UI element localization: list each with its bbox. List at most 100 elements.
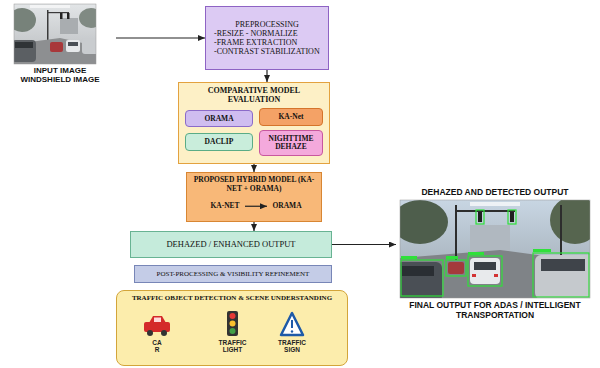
traffic-light <box>67 13 70 19</box>
model-box: NIGHTTIME DEHAZE <box>259 130 323 156</box>
signal-arm <box>47 12 69 13</box>
detection-tag <box>468 252 484 255</box>
car-icon <box>144 316 170 336</box>
detection-box <box>446 260 466 276</box>
connectors <box>116 38 396 245</box>
traffic-sign-icon <box>281 313 303 335</box>
road <box>14 38 96 64</box>
detection-box <box>476 210 484 224</box>
signal-pole <box>455 205 457 260</box>
traffic-light <box>60 13 63 19</box>
car <box>82 38 96 54</box>
building <box>470 225 510 255</box>
car-window <box>154 318 161 323</box>
exclamation-dot <box>291 330 293 332</box>
model-box: DACLIP <box>185 133 253 151</box>
signal-pole <box>560 205 562 265</box>
box-title: PROPOSED HYBRID MODEL (KA-NET + ORAMA) <box>192 176 316 193</box>
model-label: ORAMA <box>267 199 307 213</box>
icon-caption: TRAFFIC SIGN <box>272 339 312 353</box>
detection-box <box>401 260 443 296</box>
detection-tag <box>446 256 458 259</box>
car <box>66 40 80 52</box>
box-title: PREPROCESSING <box>211 20 323 29</box>
road <box>400 250 590 298</box>
building <box>60 18 78 34</box>
detection-box <box>508 210 516 224</box>
icon-caption: CA R <box>150 339 164 353</box>
box-title: KA-NET <box>205 202 245 211</box>
signal-pole <box>47 10 49 44</box>
traffic-light <box>510 212 514 222</box>
car-roof <box>149 316 166 323</box>
output-image-panel: DEHAZED AND DETECTED OUTPUT FINAL OUTPUT … <box>396 186 594 326</box>
box-title: INPUT IMAGE WINDSHIELD IMAGE <box>9 66 111 84</box>
box-text: -FRAME EXTRACTION <box>211 38 323 47</box>
traffic-light <box>478 212 482 222</box>
process-box: POST-PROCESSING & VISIBILITY REFINEMENT <box>134 265 332 283</box>
car <box>14 40 36 62</box>
car-window <box>402 266 434 276</box>
detection-tag <box>401 256 417 259</box>
tail-light <box>472 274 476 277</box>
detection-box <box>533 253 589 297</box>
box-text: -RESIZE - NORMALIZE <box>211 29 323 38</box>
box-title: ORAMA <box>191 115 247 124</box>
box-text: FINAL OUTPUT FOR ADAS / INTELLIGENT TRAN… <box>401 301 589 321</box>
car <box>448 262 464 274</box>
group-box: COMPARATIVE MODEL EVALUATION ORAMA KA-NetD… <box>178 82 330 164</box>
red-lamp <box>230 313 236 319</box>
car-window <box>15 42 33 48</box>
box-text: -CONTRAST STABILIZATION <box>211 47 323 56</box>
photo-frame <box>400 200 590 298</box>
fog-sky <box>14 4 96 64</box>
model-box: ORAMA <box>185 110 253 127</box>
process-box: PROPOSED HYBRID MODEL (KA-NET + ORAMA) KA… <box>186 172 322 222</box>
car-window <box>541 259 585 271</box>
photo-frame <box>14 4 96 64</box>
detection-box <box>468 256 502 286</box>
connector-arrow <box>253 222 254 231</box>
process-box: PREPROCESSING-RESIZE - NORMALIZE-FRAME E… <box>205 6 329 70</box>
wheel <box>161 330 167 336</box>
warning-triangle <box>281 313 303 335</box>
box-title: ORAMA <box>267 202 307 211</box>
car <box>50 42 63 52</box>
timestamp-bar <box>470 202 520 206</box>
green-lamp <box>230 328 236 334</box>
box-title: DEHAZED / ENHANCED OUTPUT <box>136 240 326 250</box>
detection-tag <box>533 249 551 252</box>
light-housing <box>227 311 238 336</box>
connector-arrow <box>245 206 267 207</box>
connector-arrow <box>116 37 205 38</box>
signal-arm <box>455 210 515 212</box>
sky <box>400 200 590 298</box>
icon-caption: TRAFFIC LIGHT <box>212 339 253 353</box>
box-title: KA-Net <box>265 113 317 122</box>
box-title: TRAFFIC OBJECT DETECTION & SCENE UNDERST… <box>122 294 342 302</box>
output-box: DEHAZED / ENHANCED OUTPUT <box>130 231 332 258</box>
wheel <box>147 330 153 336</box>
input-photo <box>14 4 96 64</box>
output-photo <box>400 200 590 298</box>
tree <box>79 8 96 28</box>
car-body <box>144 322 170 332</box>
tree <box>14 8 36 32</box>
model-label: KA-NET <box>205 199 245 213</box>
box-title: DEHAZED AND DETECTED OUTPUT <box>401 188 589 198</box>
connector-arrow <box>253 164 254 172</box>
car-window <box>474 262 496 270</box>
input-image-panel: INPUT IMAGE WINDSHIELD IMAGE <box>4 4 116 88</box>
exclamation-bar <box>291 320 293 328</box>
box-title: COMPARATIVE MODEL EVALUATION <box>184 86 324 104</box>
model-box: KA-Net <box>259 108 323 126</box>
box-title: NIGHTTIME DEHAZE <box>265 135 317 152</box>
traffic-light-icon <box>227 311 238 336</box>
box-title: DACLIP <box>191 138 247 147</box>
detection-panel: TRAFFIC OBJECT DETECTION & SCENE UNDERST… <box>116 290 348 366</box>
tail-light <box>494 274 498 277</box>
yellow-lamp <box>230 321 236 327</box>
car-window <box>68 42 78 46</box>
connector-arrow <box>266 70 267 82</box>
